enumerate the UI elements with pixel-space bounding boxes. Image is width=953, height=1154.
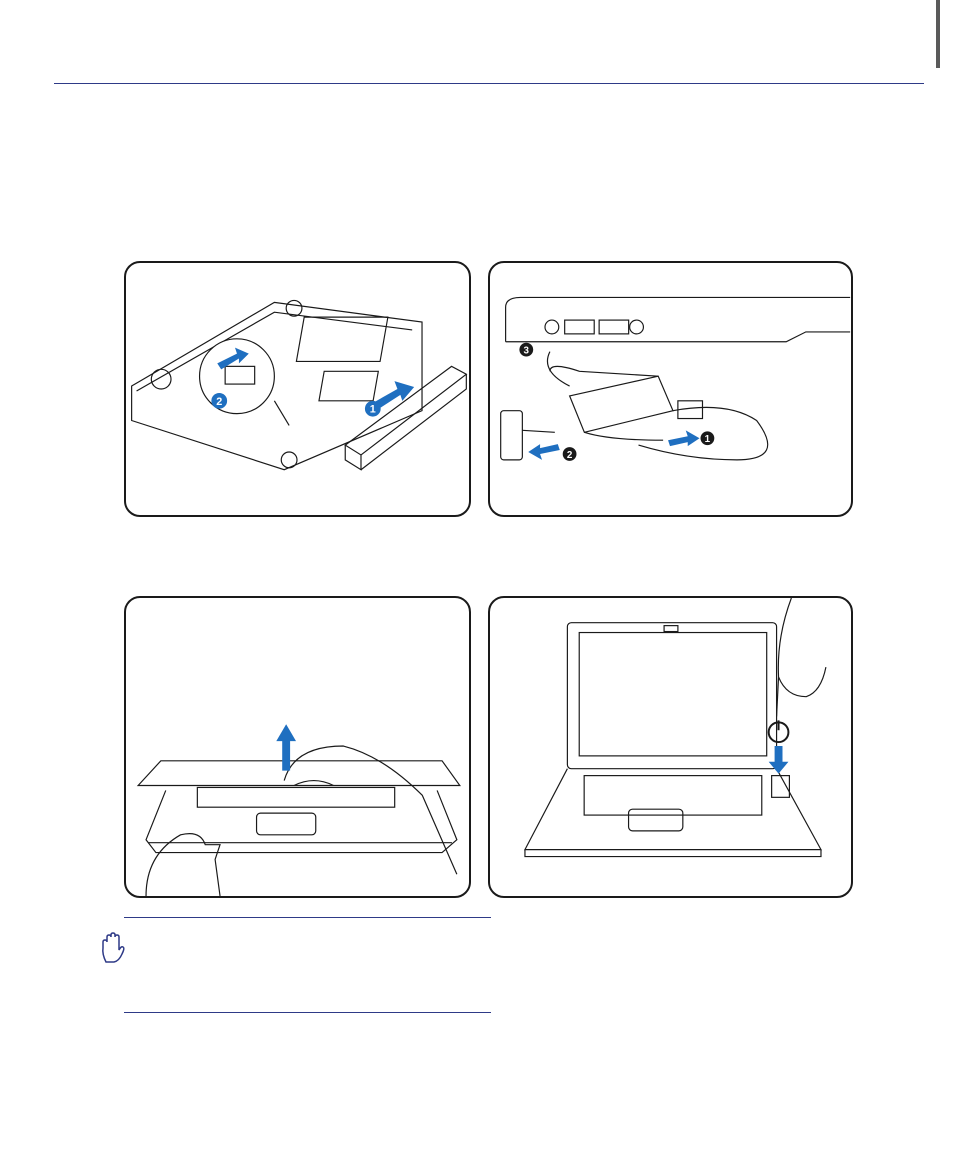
dc-in-port — [545, 320, 559, 334]
adapter-brick — [570, 376, 673, 432]
display — [579, 633, 766, 756]
header-rule — [54, 83, 924, 84]
note-rule-bottom — [124, 1012, 491, 1013]
foot — [151, 369, 171, 389]
laptop-lid — [138, 761, 460, 786]
laptop-bottom-outline — [132, 302, 422, 469]
hand-caution-icon — [100, 932, 126, 964]
note-rule-top — [124, 917, 491, 918]
wall-outlet — [501, 411, 523, 460]
keyboard — [197, 787, 394, 807]
hand — [778, 598, 826, 697]
outlet-arrow-icon — [528, 444, 560, 460]
press-arrow-icon — [769, 746, 789, 774]
battery-illustration: 1 2 — [126, 263, 469, 515]
power-on-illustration — [490, 598, 851, 896]
touchpad — [257, 813, 316, 835]
port-modem — [599, 320, 629, 334]
figure-press-power-button — [488, 596, 853, 898]
plug-arrow-icon — [668, 430, 700, 446]
screen-bezel — [567, 623, 776, 769]
battery-pack — [345, 366, 466, 455]
panel-cover — [296, 317, 387, 361]
power-adapter-illustration: 1 2 3 — [490, 263, 851, 515]
figure-open-lid — [124, 596, 471, 898]
figure-connect-power-adapter: 1 2 3 — [488, 261, 853, 517]
svg-text:2: 2 — [216, 396, 222, 408]
webcam — [664, 626, 678, 632]
svg-text:3: 3 — [524, 346, 530, 357]
figure-install-battery: 1 2 — [124, 261, 471, 517]
svg-text:1: 1 — [705, 434, 711, 445]
chapter-tab-bar — [936, 0, 940, 68]
svg-text:1: 1 — [370, 404, 376, 416]
right-hand — [284, 746, 457, 874]
touchpad — [629, 809, 683, 831]
port-lan — [565, 320, 595, 334]
svg-text:2: 2 — [567, 450, 573, 461]
open-lid-illustration — [126, 598, 469, 896]
